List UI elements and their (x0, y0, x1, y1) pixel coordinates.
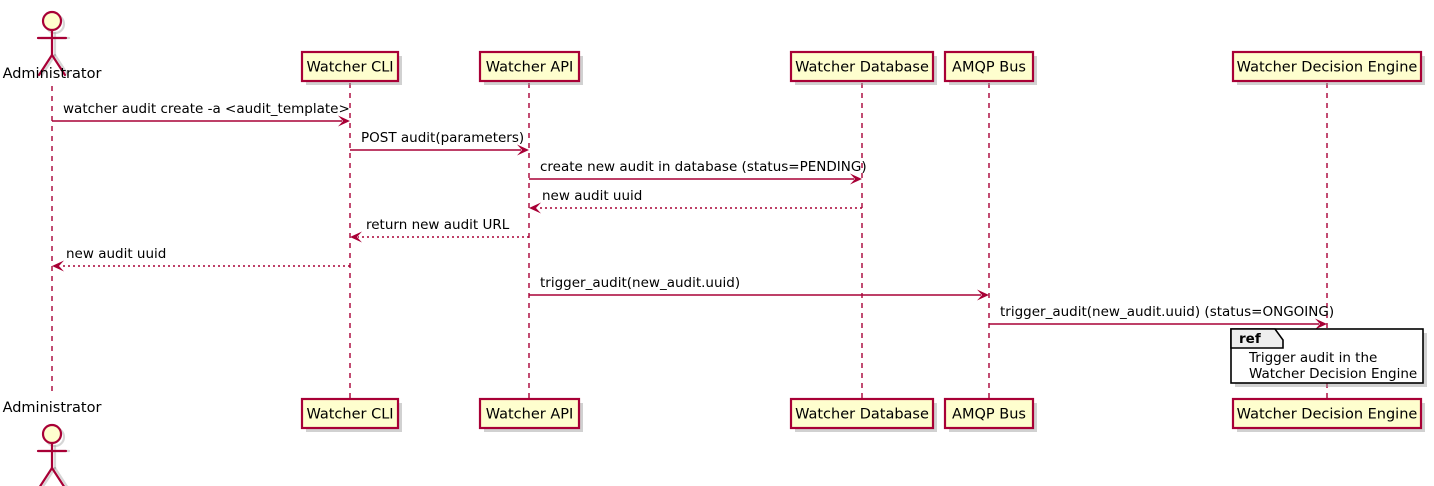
participant-watcher_api-bottom[interactable]: Watcher API (478, 397, 583, 432)
participant-label-watcher_api-top: Watcher API (486, 60, 574, 76)
message-arrowhead (517, 144, 529, 156)
message-8-amqp_bus-to-watcher_decision_engine: trigger_audit(new_audit.uuid) (status=ON… (989, 304, 1334, 330)
actor-administrator (36, 423, 71, 486)
message-2-watcher_cli-to-watcher_api: POST audit(parameters) (350, 130, 529, 156)
participant-label-watcher_database-bottom: Watcher Database (795, 407, 929, 423)
ref-fragment-line-1: Watcher Decision Engine (1249, 366, 1417, 382)
participant-label-watcher_cli-bottom: Watcher CLI (306, 407, 393, 423)
participant-label-amqp_bus-top: AMQP Bus (952, 60, 1026, 76)
message-label: create new audit in database (status=PEN… (540, 159, 867, 175)
ref-fragment-tab (1230, 328, 1284, 349)
participant-label-watcher_decision_engine-top: Watcher Decision Engine (1237, 60, 1418, 76)
messages-layer: watcher audit create -a <audit_template>… (52, 101, 1334, 330)
participant-watcher_api-top[interactable]: Watcher API (478, 50, 583, 85)
message-arrowhead (52, 260, 64, 272)
message-label: POST audit(parameters) (361, 130, 524, 146)
message-3-watcher_api-to-watcher_database: create new audit in database (status=PEN… (529, 159, 867, 185)
lifelines-layer (51, 83, 1328, 399)
actor-head-icon (41, 423, 63, 445)
participant-label-administrator-bottom: Administrator (3, 400, 102, 416)
participant-watcher_cli-top[interactable]: Watcher CLI (300, 50, 402, 85)
participant-label-watcher_cli-top: Watcher CLI (306, 60, 393, 76)
actor-administrator (36, 10, 71, 77)
message-5-watcher_api-to-watcher_cli: return new audit URL (350, 217, 529, 243)
participant-amqp_bus-top[interactable]: AMQP Bus (943, 50, 1037, 85)
message-label: trigger_audit(new_audit.uuid) (status=ON… (1000, 304, 1334, 320)
participant-watcher_decision_engine-bottom[interactable]: Watcher Decision Engine (1231, 397, 1425, 432)
participant-watcher_cli-bottom[interactable]: Watcher CLI (300, 397, 402, 432)
message-6-watcher_cli-to-administrator: new audit uuid (52, 246, 350, 272)
message-arrowhead (350, 231, 362, 243)
message-arrowhead (977, 289, 989, 301)
message-arrowhead (850, 173, 862, 185)
message-label: return new audit URL (366, 217, 510, 233)
message-label: watcher audit create -a <audit_template> (63, 101, 350, 117)
participant-label-amqp_bus-bottom: AMQP Bus (952, 407, 1026, 423)
participant-label-watcher_decision_engine-bottom: Watcher Decision Engine (1237, 407, 1418, 423)
message-7-watcher_api-to-amqp_bus: trigger_audit(new_audit.uuid) (529, 275, 989, 301)
message-1-administrator-to-watcher_cli: watcher audit create -a <audit_template> (52, 101, 350, 127)
message-label: new audit uuid (542, 188, 642, 204)
ref-fragment-line-0: Trigger audit in the (1248, 350, 1377, 366)
participant-amqp_bus-bottom[interactable]: AMQP Bus (943, 397, 1037, 432)
message-arrowhead (1315, 318, 1327, 330)
message-arrowhead (529, 202, 541, 214)
message-arrowhead (338, 115, 350, 127)
participant-watcher_database-top[interactable]: Watcher Database (789, 50, 937, 85)
participant-label-watcher_api-bottom: Watcher API (486, 407, 574, 423)
message-4-watcher_database-to-watcher_api: new audit uuid (529, 188, 862, 214)
ref-fragment-tab-label: ref (1239, 331, 1261, 347)
actor-head-icon (41, 10, 63, 32)
message-label: trigger_audit(new_audit.uuid) (540, 275, 740, 291)
participant-watcher_database-bottom[interactable]: Watcher Database (789, 397, 937, 432)
message-label: new audit uuid (66, 246, 166, 262)
participant-label-watcher_database-top: Watcher Database (795, 60, 929, 76)
participant-watcher_decision_engine-top[interactable]: Watcher Decision Engine (1231, 50, 1425, 85)
participant-label-administrator-top: Administrator (3, 66, 102, 82)
